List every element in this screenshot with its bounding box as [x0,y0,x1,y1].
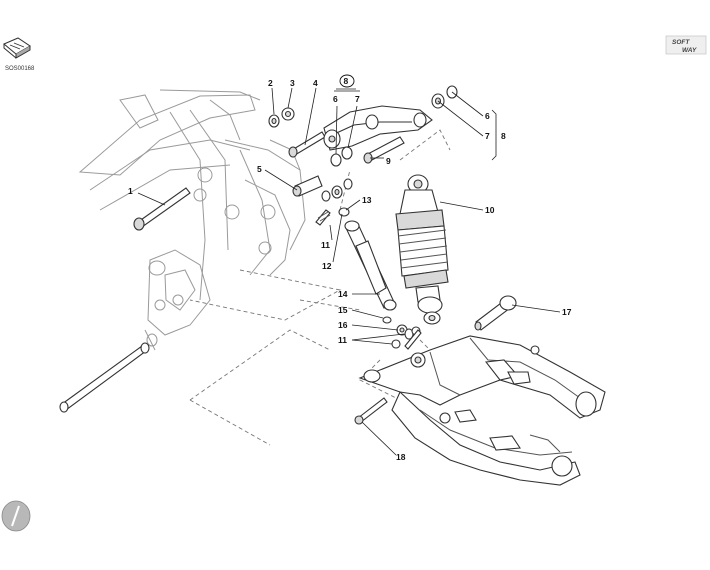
part-7-bushing-left [341,146,353,160]
part-17-bolt [474,295,517,331]
part-11-washers-bottom [391,326,422,350]
callout-10: 10 [485,205,495,215]
callout-2: 2 [268,78,273,88]
catalog-book-icon[interactable] [3,37,31,59]
callout-16: 16 [338,320,348,330]
part-6-bushing-left [330,153,342,167]
callout-4: 4 [313,78,318,88]
part-16-bearing [396,324,408,336]
part-1-bolt [133,187,191,231]
callout-7-top: 7 [355,94,360,104]
softway-logo: SOFT WAY [665,35,707,55]
callout-numbers: 1 2 3 4 5 6 7 6 7 8 9 10 13 11 12 14 15 … [128,78,572,462]
kit-8-marker: 8 [334,74,360,92]
swingarm [358,335,606,486]
part-9-pin [363,136,405,164]
part-12-bearing [331,178,353,199]
callout-14: 14 [338,289,348,299]
leader-lines [137,87,561,456]
page-corner-disc [1,500,31,532]
callout-1: 1 [128,186,133,196]
callout-7-right: 7 [485,131,490,141]
part-2-washer [268,114,280,128]
part-5-pin [292,175,323,197]
diagram-code-label: SOS00168 [5,66,35,72]
part-14-tie-rod [344,220,397,311]
callout-15: 15 [338,305,348,315]
callout-12: 12 [322,261,332,271]
callout-11-top: 11 [321,240,330,250]
part-13-bolt [315,209,331,226]
part-11-washer-top [321,190,331,202]
part-18-bolt [354,397,388,425]
callout-17: 17 [562,307,572,317]
callout-18: 18 [396,452,406,462]
logo-line1: SOFT [672,39,690,46]
logo-line2: WAY [682,47,697,54]
callout-6-right: 6 [485,111,490,121]
part-15-washer [382,316,392,324]
callout-5: 5 [257,164,262,174]
callout-9: 9 [386,156,391,166]
callout-11-bottom: 11 [338,335,347,345]
callout-6-top: 6 [333,94,338,104]
part-10-shock-absorber [395,174,449,325]
callout-3: 3 [290,78,295,88]
part-3-nut [281,107,295,121]
rear-axle [59,342,150,413]
kit-8-label: 8 [344,76,349,86]
motorcycle-frame [78,89,306,351]
callout-8: 8 [501,131,506,141]
callout-13: 13 [362,195,372,205]
rocker-linkage [323,105,433,151]
